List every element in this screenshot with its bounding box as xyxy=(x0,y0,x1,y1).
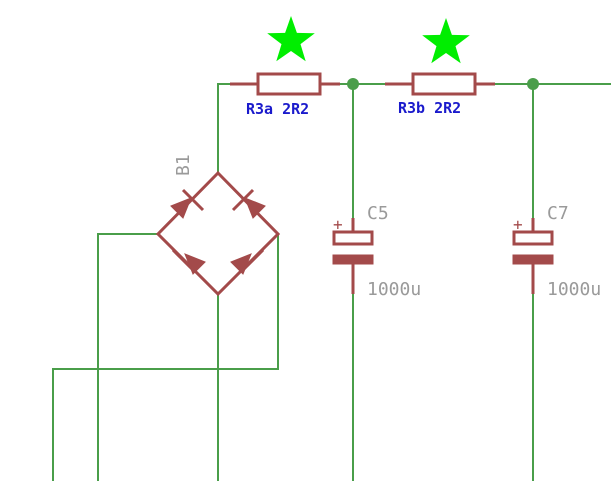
capacitor-c7-negative-plate[interactable] xyxy=(512,254,554,265)
diode-icon-upper-right xyxy=(231,188,266,219)
star-icon-r3b xyxy=(422,18,470,64)
capacitor-c5-value: 1000u xyxy=(367,279,421,300)
diode-icon-lower-left xyxy=(171,248,206,275)
junction-dot-c5 xyxy=(347,78,359,90)
diode-icon-upper-left xyxy=(170,188,205,219)
bridge-b1-label: B1 xyxy=(173,154,194,176)
wire-bridge-left-ac xyxy=(97,233,158,481)
junctions xyxy=(347,78,539,90)
capacitor-c7-ref: C7 xyxy=(547,203,569,224)
resistor-r3b-body[interactable] xyxy=(411,72,477,96)
resistor-r3b[interactable] xyxy=(385,72,495,96)
capacitor-c7-value: 1000u xyxy=(547,279,601,300)
junction-dot-c7 xyxy=(527,78,539,90)
capacitor-c7[interactable] xyxy=(512,218,554,294)
capacitor-c5-ref: C5 xyxy=(367,203,389,224)
capacitor-c5-negative-plate[interactable] xyxy=(332,254,374,265)
resistor-r3a-body[interactable] xyxy=(256,72,322,96)
capacitor-c5[interactable] xyxy=(332,218,374,294)
capacitor-c5-positive-plate[interactable] xyxy=(332,230,374,246)
capacitor-c7-positive-plate[interactable] xyxy=(512,230,554,246)
wire-bridge-right-ac xyxy=(52,234,279,481)
wires xyxy=(52,83,611,481)
wire-bridge-top-to-r3a xyxy=(217,83,258,173)
highlight-stars xyxy=(267,16,470,64)
star-icon-r3a xyxy=(267,16,315,62)
resistor-r3a[interactable] xyxy=(230,72,340,96)
capacitor-c7-polarity: + xyxy=(513,215,523,234)
diode-icon-lower-right xyxy=(230,248,265,275)
bridge-rectifier-b1[interactable] xyxy=(155,170,281,297)
bridge-diamond[interactable] xyxy=(155,170,281,297)
capacitor-c5-polarity: + xyxy=(333,215,343,234)
